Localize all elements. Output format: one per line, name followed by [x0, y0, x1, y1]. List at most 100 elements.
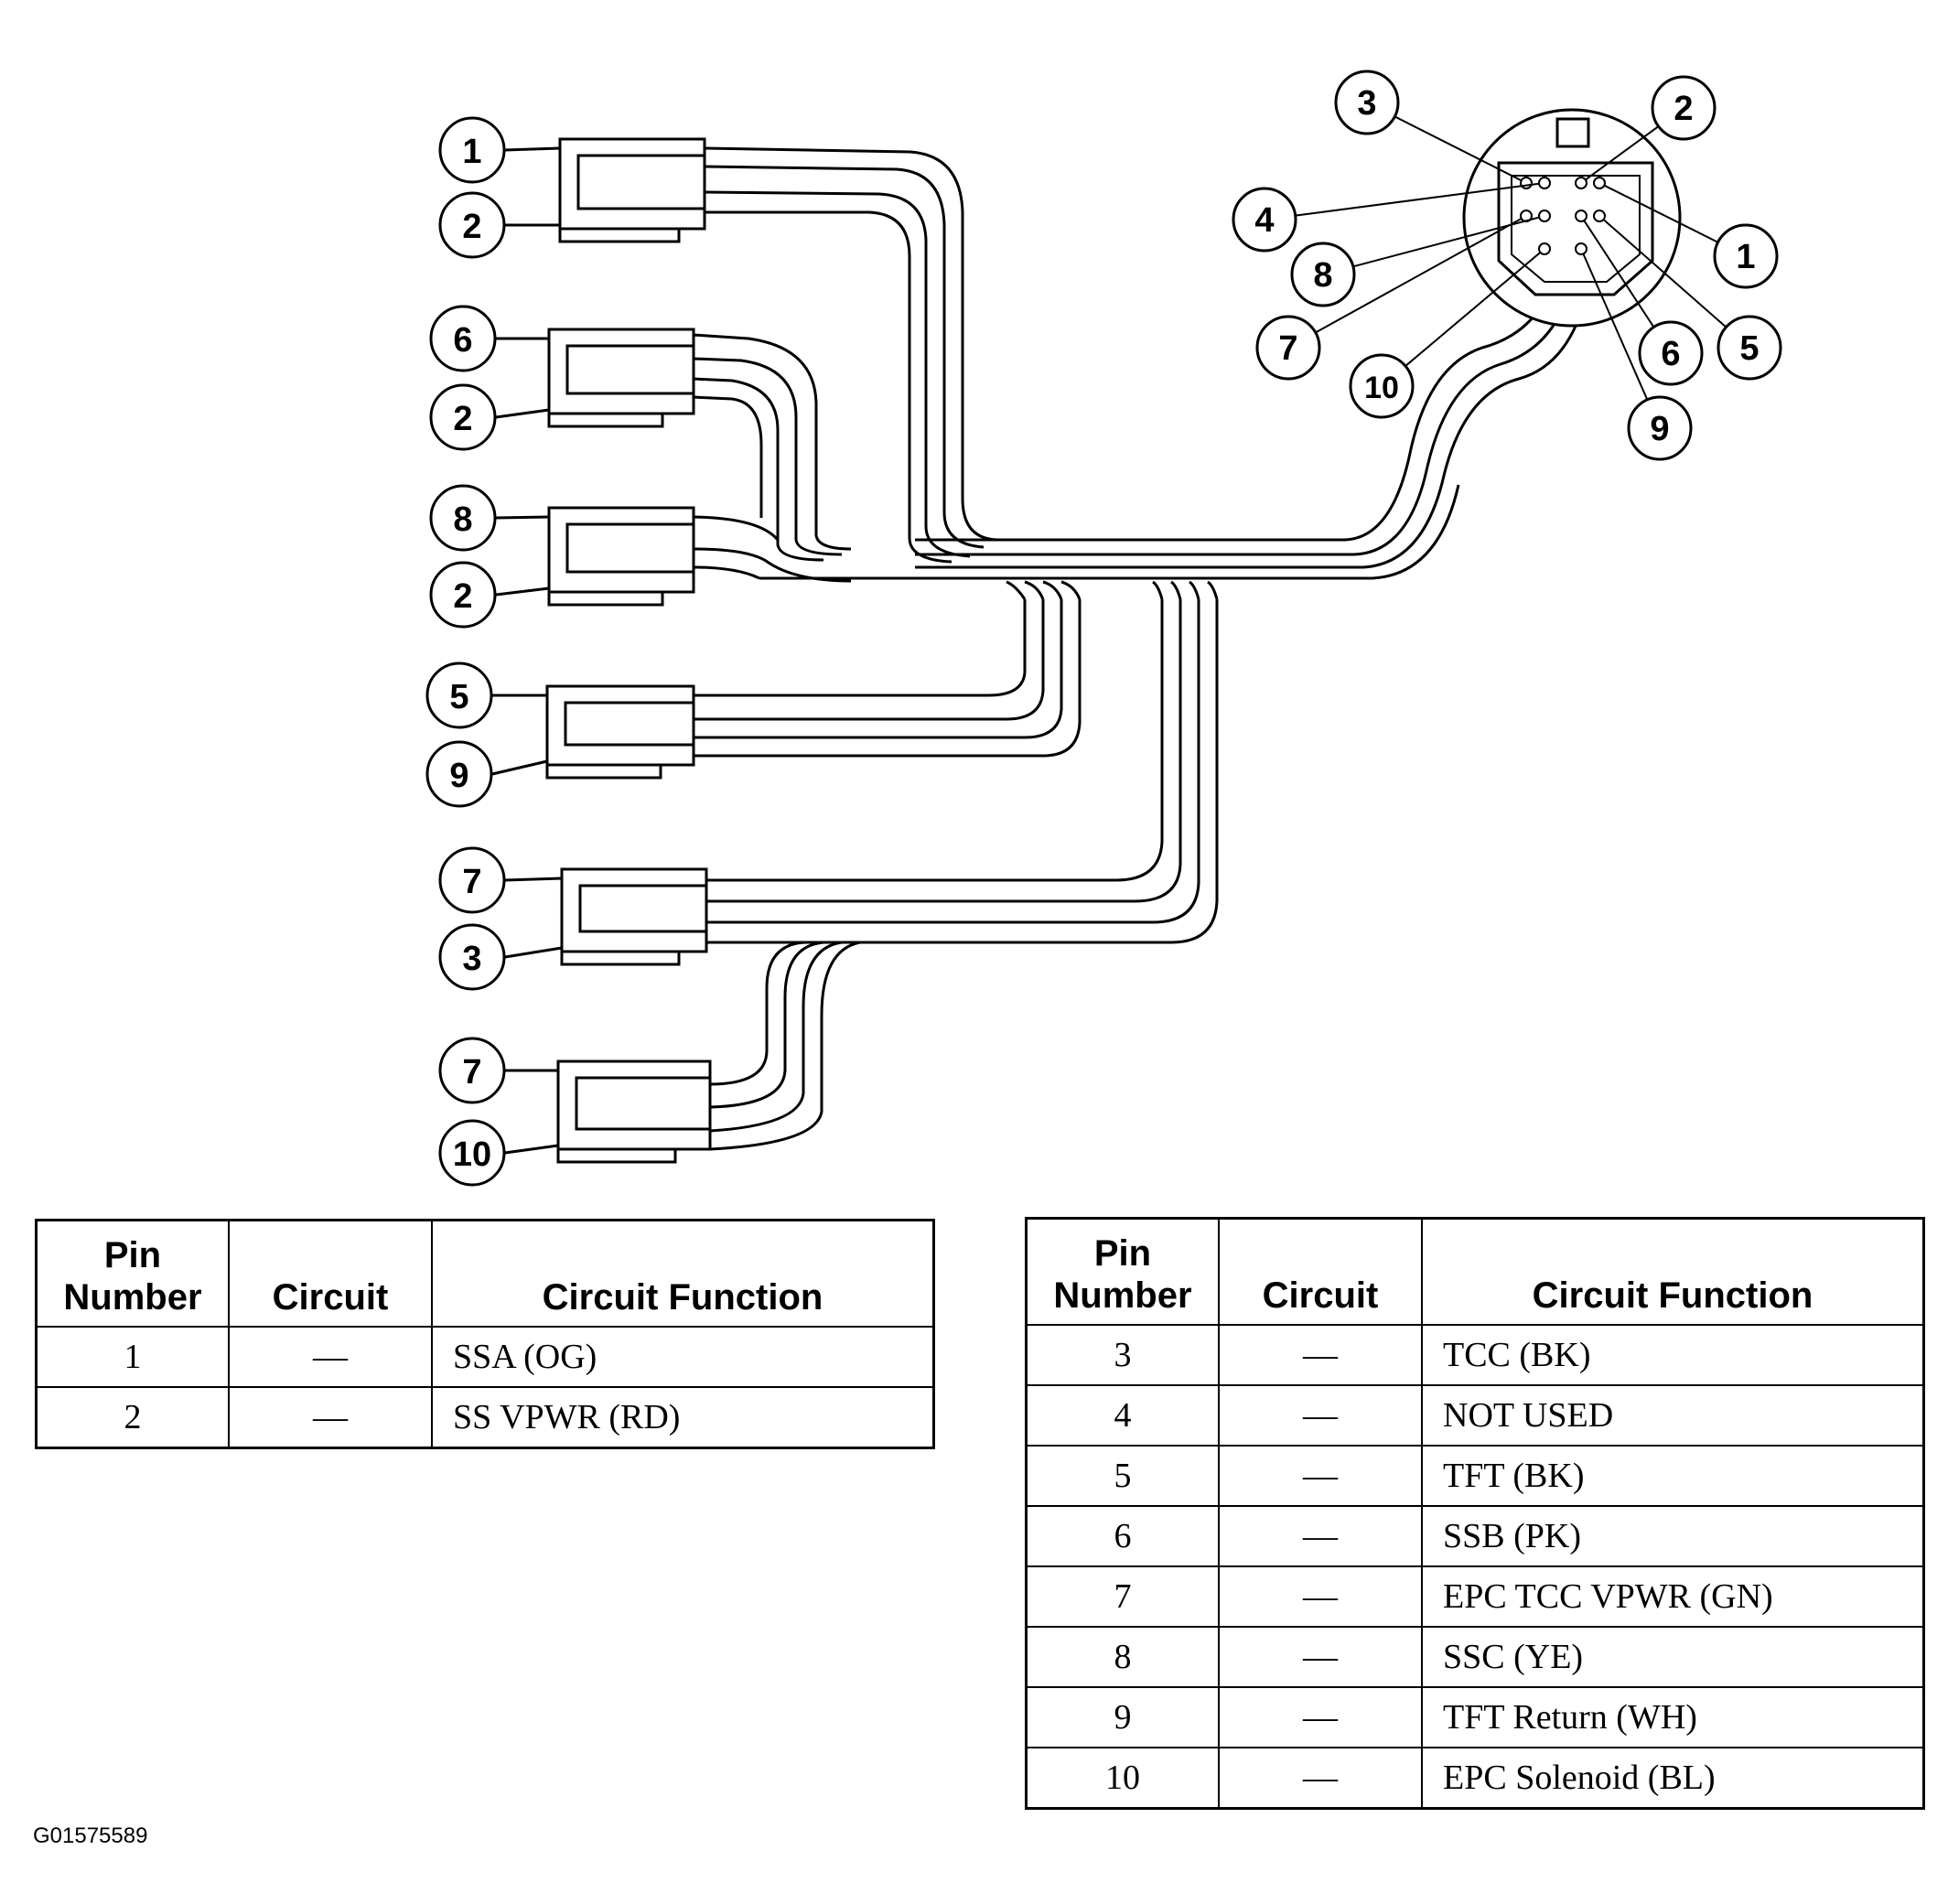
pin-label: 3: [462, 940, 481, 978]
callout-leader: [1316, 218, 1523, 333]
callout-leader: [1603, 184, 1718, 243]
wire: [693, 333, 852, 551]
callout-circle: [1232, 187, 1297, 253]
connector-tab: [558, 227, 681, 243]
table-row: 5—TFT (BK): [1025, 1445, 1925, 1507]
callout-leader: [1585, 125, 1659, 181]
callout-circle: [1651, 75, 1717, 141]
main-pin-dot: [1593, 177, 1606, 189]
connector-latch: [564, 701, 694, 747]
main-pin-dot: [1575, 177, 1587, 189]
wire: [706, 599, 1200, 924]
connector-latch: [565, 522, 694, 574]
pin-cell: 8: [1025, 1626, 1220, 1688]
pin-cell: 5: [1025, 1445, 1220, 1507]
header-circuit: Circuit: [1218, 1217, 1423, 1326]
connector-3: 82: [429, 484, 695, 629]
header-pin-number: Pin Number: [35, 1219, 230, 1328]
connector-latch: [575, 1076, 710, 1131]
callout-circle: [1255, 315, 1321, 381]
table-row: 3—TCC (BK): [1025, 1324, 1925, 1386]
circuit-cell: —: [1218, 1626, 1423, 1688]
callout-leader: [1353, 216, 1540, 268]
wire: [1152, 580, 1164, 600]
table-row: 7—EPC TCC VPWR (GN): [1025, 1565, 1925, 1628]
pin-label: 2: [453, 400, 472, 438]
function-cell: TFT (BK): [1421, 1445, 1925, 1507]
pin-cell: 3: [1025, 1324, 1220, 1386]
header-pin-number: Pin Number: [1025, 1217, 1220, 1326]
wire: [706, 599, 1182, 903]
connector-tab: [556, 1147, 677, 1164]
wire: [693, 515, 780, 541]
wire: [693, 357, 843, 556]
callout-circle: [429, 305, 497, 372]
callout-circle: [1713, 223, 1779, 289]
callout-leader: [1296, 182, 1540, 217]
table-row: 4—NOT USED: [1025, 1384, 1925, 1447]
pin-label: 10: [1364, 371, 1399, 405]
connector-tab: [560, 950, 681, 966]
callout-circle: [438, 923, 506, 991]
wire: [706, 599, 1219, 944]
connector-4: 59: [425, 662, 695, 808]
callout-circle: [1717, 315, 1782, 381]
connector-body: [560, 867, 708, 953]
table-row: 9—TFT Return (WH): [1025, 1686, 1925, 1748]
pin-label: 1: [462, 133, 481, 171]
connector-5: 73: [438, 846, 708, 991]
callout-circle: [438, 191, 506, 259]
wire: [693, 377, 824, 562]
pin-label: 10: [453, 1135, 491, 1174]
wire: [709, 941, 861, 1151]
circuit-cell: —: [1218, 1747, 1423, 1810]
function-cell: EPC Solenoid (BL): [1421, 1747, 1925, 1810]
wire: [706, 599, 1164, 882]
circuit-cell: —: [228, 1386, 433, 1449]
pin-cell: 10: [1025, 1747, 1220, 1810]
wire: [693, 565, 760, 580]
callout-circle: [438, 1037, 506, 1104]
wire: [693, 547, 852, 583]
pin-label: 5: [1739, 329, 1759, 368]
wire: [693, 395, 763, 518]
pin-label: 9: [1650, 410, 1669, 448]
table-row: 8—SSC (YE): [1025, 1626, 1925, 1688]
circuit-cell: —: [1218, 1445, 1423, 1507]
connector-latch: [565, 344, 694, 395]
callout-leader: [1583, 220, 1654, 328]
wire: [694, 599, 1027, 697]
header-circuit-function: Circuit Function: [431, 1219, 935, 1328]
pin-label: 5: [449, 678, 468, 716]
connector-tab: [547, 412, 664, 428]
callout-circle: [429, 484, 497, 552]
wire: [709, 941, 843, 1133]
circuit-cell: —: [1218, 1686, 1423, 1748]
wire: [1024, 580, 1045, 600]
pin-label: 8: [453, 500, 472, 539]
main-connector-key: [1555, 117, 1590, 148]
wire: [705, 210, 952, 564]
wire: [915, 285, 1590, 569]
function-cell: TCC (BK): [1421, 1324, 1925, 1386]
callout-leader: [495, 586, 550, 597]
main-pin-dot: [1538, 242, 1551, 255]
pin-label: 4: [1254, 201, 1274, 240]
wire: [709, 941, 806, 1086]
wire: [704, 165, 985, 549]
callout-circle: [1638, 320, 1704, 386]
wire: [1060, 580, 1082, 600]
connector-2: 62: [429, 305, 695, 451]
callout-circle: [429, 561, 497, 629]
pin-label: 2: [1674, 90, 1693, 128]
connector-body: [556, 1060, 712, 1151]
pin-cell: 4: [1025, 1384, 1220, 1447]
header-circuit: Circuit: [228, 1219, 433, 1328]
main-connector-face: [1497, 161, 1654, 296]
pin-label: 3: [1357, 84, 1376, 123]
pin-label: 2: [453, 577, 472, 616]
pin-label: 8: [1313, 256, 1332, 295]
pin-cell: 1: [35, 1326, 230, 1388]
